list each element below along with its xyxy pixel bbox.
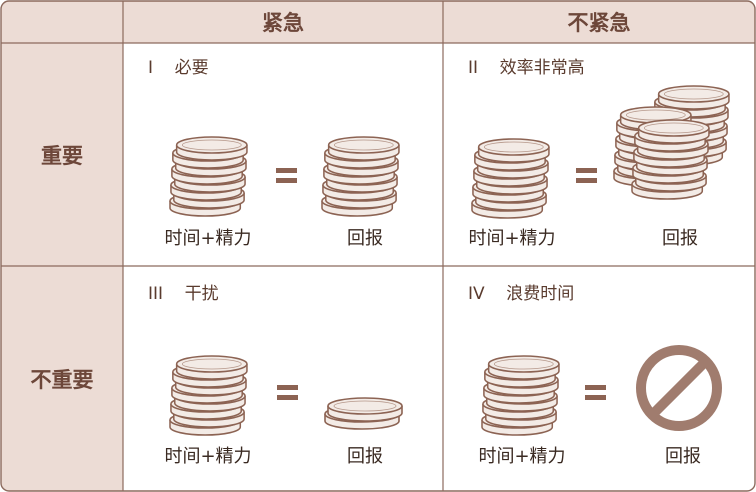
quadrant-3-input-label: 时间+精力 bbox=[164, 446, 252, 467]
equals-icon bbox=[277, 385, 298, 400]
quadrant-4-input-label: 时间+精力 bbox=[478, 446, 566, 467]
quadrant-1-output-label: 回报 bbox=[347, 228, 383, 249]
prohibited-icon bbox=[636, 345, 722, 431]
quadrant-4-output-label: 回报 bbox=[665, 446, 701, 467]
coin-stack-icon bbox=[170, 137, 247, 216]
quadrant-1-input-label: 时间+精力 bbox=[164, 228, 252, 249]
coin-stack-icon bbox=[482, 356, 559, 435]
quadrant-4-title: IV 浪费时间 bbox=[468, 284, 575, 304]
row-header-important: 重要 bbox=[41, 143, 83, 168]
equals-icon bbox=[576, 168, 597, 183]
coin-stack-icon bbox=[170, 356, 247, 435]
small-coin-stack-icon bbox=[324, 397, 403, 430]
equals-icon bbox=[585, 385, 606, 400]
quadrant-1-title: I 必要 bbox=[148, 58, 209, 78]
quadrant-2-title: II 效率非常高 bbox=[468, 58, 585, 78]
equals-icon bbox=[276, 168, 297, 183]
quadrant-3-title: III 干扰 bbox=[148, 284, 219, 304]
column-header-not-urgent: 不紧急 bbox=[567, 11, 631, 35]
coin-stack-icon bbox=[472, 139, 549, 218]
row-header-not-important: 不重要 bbox=[30, 367, 94, 392]
column-header-urgent: 紧急 bbox=[262, 11, 304, 35]
quadrant-2-input-label: 时间+精力 bbox=[468, 228, 556, 249]
coin-stack-icon bbox=[322, 137, 399, 216]
quadrant-2-output-label: 回报 bbox=[662, 228, 698, 249]
quadrant-3-output-label: 回报 bbox=[347, 446, 383, 467]
